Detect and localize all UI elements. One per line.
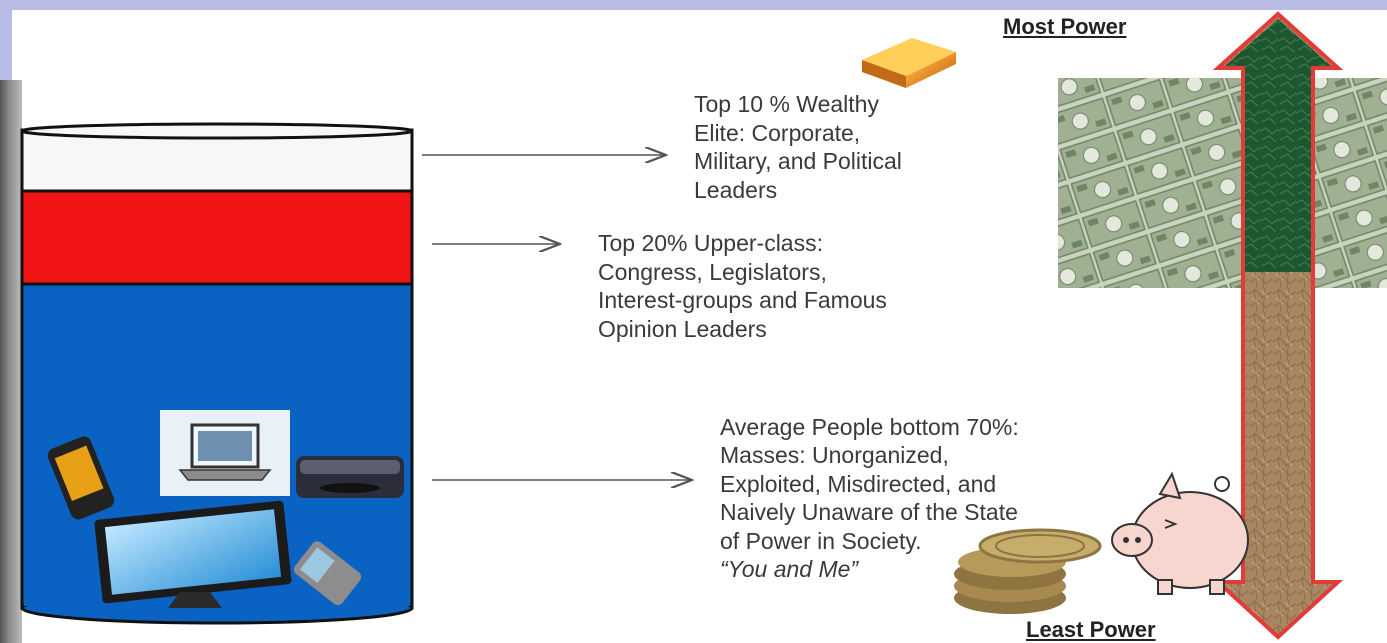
tier-bottom70-block: Average People bottom 70%: Masses: Unorg…	[720, 384, 1019, 612]
power-arrow	[1212, 11, 1344, 640]
coin-stack-icon	[954, 528, 1102, 614]
cylinder-band-top10	[20, 128, 414, 193]
cylinder-top	[20, 122, 414, 140]
cylinder-band-top20	[20, 187, 414, 286]
laptop-icon	[160, 410, 290, 496]
tier-top20-label: Top 20% Upper-class: Congress, Legislato…	[598, 230, 887, 342]
least-power-label: Least Power	[1026, 617, 1156, 642]
monitor-icon	[94, 500, 292, 608]
mobile-phone-icon	[294, 541, 362, 605]
tier-top10-label: Top 10 % Wealthy Elite: Corporate, Milit…	[694, 91, 902, 203]
gold-bar-icon	[862, 38, 956, 88]
most-power-label: Most Power	[1003, 14, 1127, 39]
top-border-band	[0, 0, 1387, 10]
power-arrow-top-segment	[1225, 19, 1331, 272]
tier-bottom70-label: Average People bottom 70%: Masses: Unorg…	[720, 413, 1019, 554]
left-border-band	[0, 10, 12, 80]
smartphone-icon	[47, 436, 115, 520]
money-pile-icon	[1058, 78, 1387, 288]
tier-bottom70-quote: “You and Me”	[720, 556, 859, 582]
printer-icon	[296, 456, 404, 498]
piggy-bank-icon	[1111, 471, 1249, 595]
left-photo-edge	[0, 80, 22, 643]
